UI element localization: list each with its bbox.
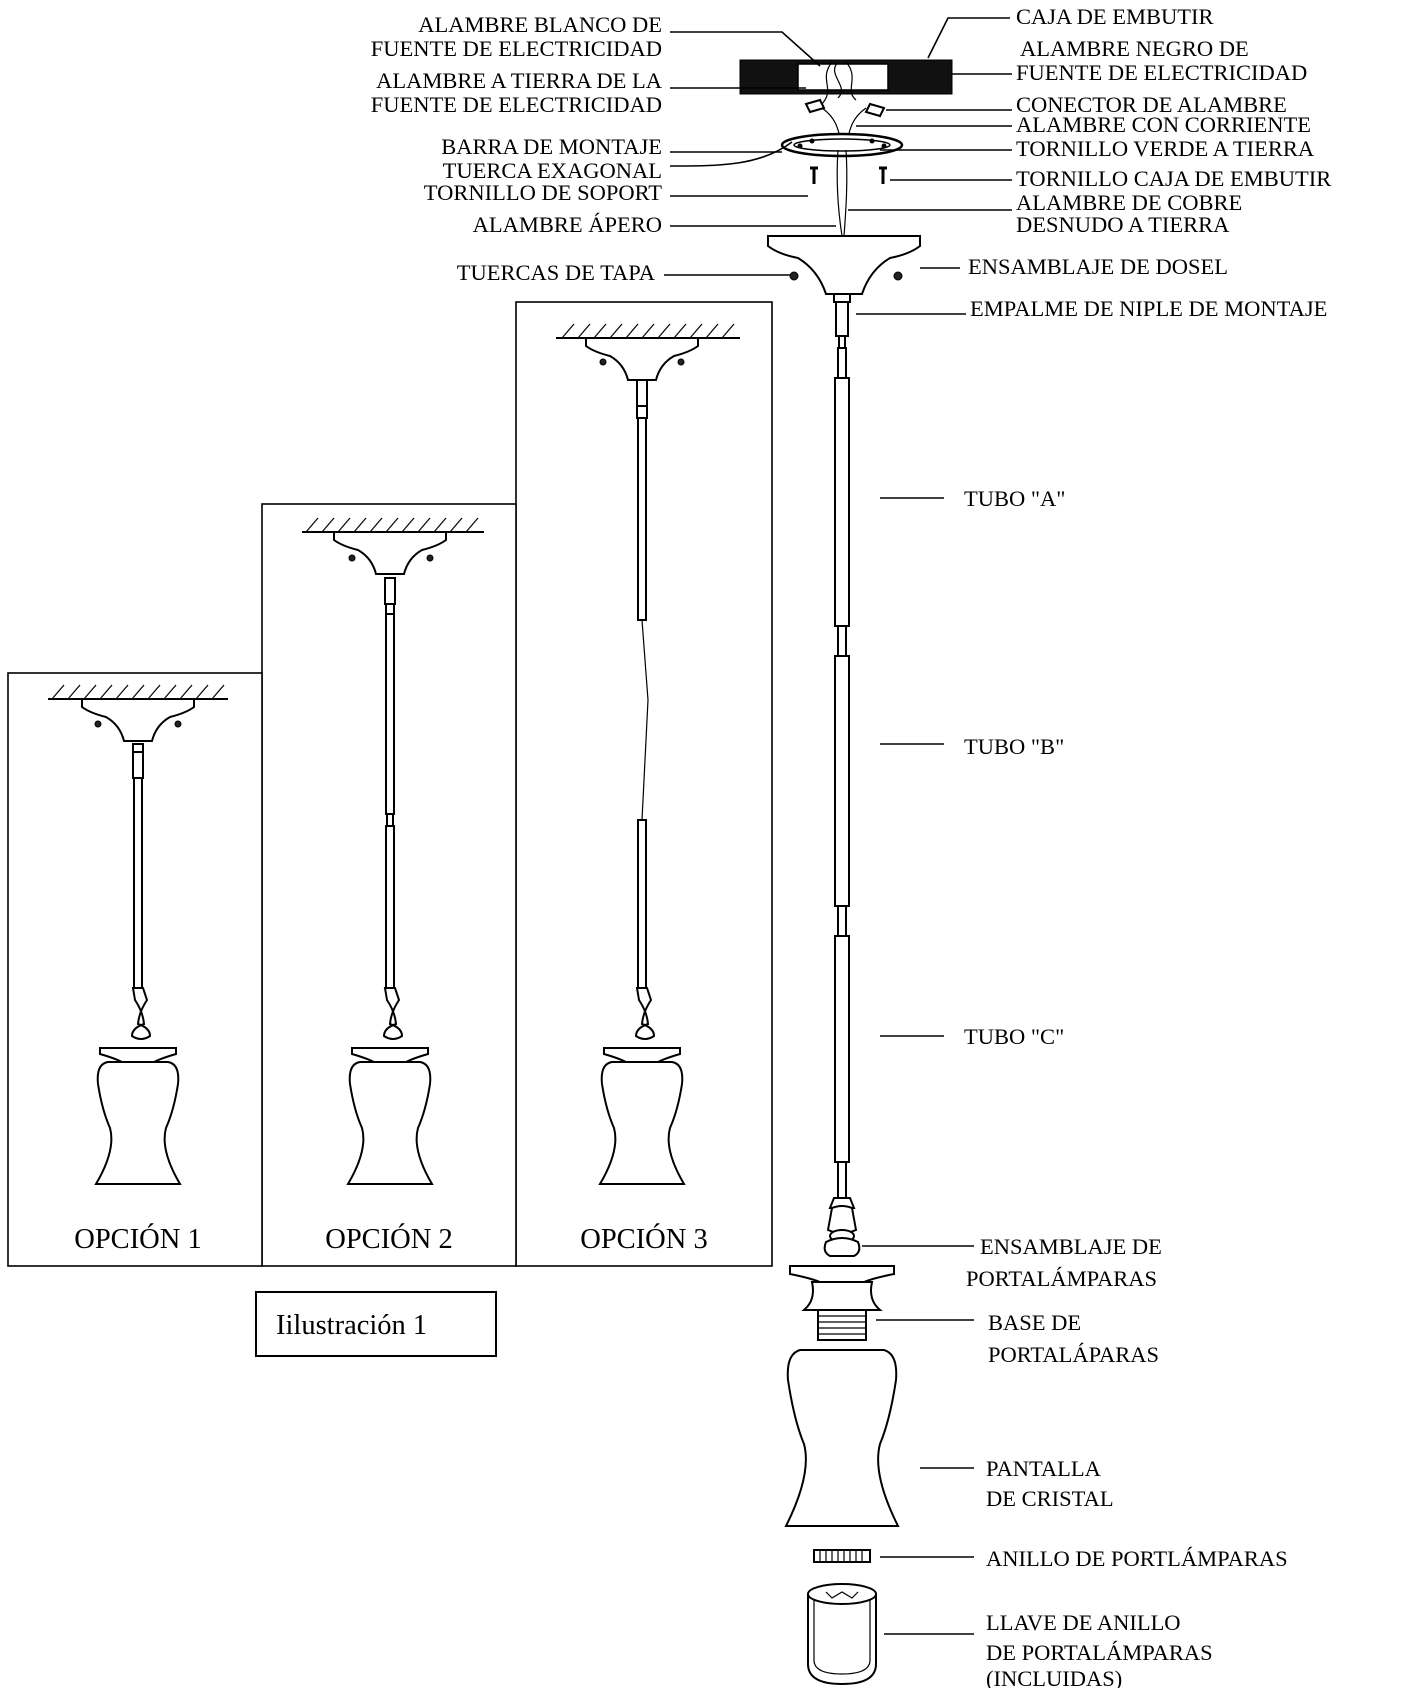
label-black-wire-1: ALAMBRE NEGRO DE bbox=[1020, 36, 1249, 61]
label-support-screw: TORNILLO DE SOPORT bbox=[424, 180, 662, 205]
label-hex-nut: TUERCA EXAGONAL bbox=[443, 158, 662, 183]
label-black-wire-2: FUENTE DE ELECTRICIDAD bbox=[1016, 60, 1307, 85]
label-ring-key-2: DE PORTALÁMPARAS bbox=[986, 1640, 1213, 1665]
socket-base bbox=[817, 1309, 867, 1341]
option-2-label: OPCIÓN 2 bbox=[325, 1222, 452, 1255]
option-1-label: OPCIÓN 1 bbox=[74, 1222, 201, 1255]
label-glass-shade-1: PANTALLA bbox=[986, 1456, 1102, 1481]
junction-box-group bbox=[739, 59, 953, 237]
label-box-screw: TORNILLO CAJA DE EMBUTIR bbox=[1016, 166, 1331, 191]
label-socket-base-1: BASE DE bbox=[988, 1310, 1081, 1335]
option-3-label: OPCIÓN 3 bbox=[580, 1222, 707, 1255]
illustration-caption-box: Iilustración 1 bbox=[255, 1291, 497, 1357]
label-white-wire-1: ALAMBRE BLANCO DE bbox=[418, 12, 662, 37]
label-mounting-bar: BARRA DE MONTAJE bbox=[441, 134, 662, 159]
box-screw-right bbox=[879, 166, 887, 184]
left-labels: ALAMBRE BLANCO DE FUENTE DE ELECTRICIDAD… bbox=[371, 12, 663, 285]
right-labels: CAJA DE EMBUTIR ALAMBRE NEGRO DE FUENTE … bbox=[964, 4, 1331, 1688]
wire-connector-right bbox=[864, 102, 886, 118]
label-glass-shade-2: DE CRISTAL bbox=[986, 1486, 1114, 1511]
left-leaders bbox=[664, 31, 836, 276]
box-screw-left bbox=[810, 166, 818, 184]
label-nipple-coupling: EMPALME DE NIPLE DE MONTAJE bbox=[970, 296, 1327, 321]
tube-a bbox=[834, 377, 850, 627]
tube-c bbox=[834, 935, 850, 1163]
label-lampholder-assembly-1: ENSAMBLAJE DE bbox=[980, 1234, 1162, 1259]
label-copper-wire-2: DESNUDO A TIERRA bbox=[1016, 212, 1230, 237]
label-lampholder-assembly-2: PORTALÁMPARAS bbox=[966, 1266, 1157, 1291]
label-ring-key-1: LLAVE DE ANILLO bbox=[986, 1610, 1181, 1635]
label-live-wire: ALAMBRE CON CORRIENTE bbox=[1016, 112, 1311, 137]
label-canopy-assembly: ENSAMBLAJE DE DOSEL bbox=[968, 254, 1228, 279]
option-1-panel: OPCIÓN 1 bbox=[7, 672, 263, 1267]
label-ring-key-3: (INCLUIDAS) bbox=[986, 1666, 1122, 1688]
label-junction-box: CAJA DE EMBUTIR bbox=[1016, 4, 1214, 29]
label-wire-connector: CONECTOR DE ALAMBRE bbox=[1016, 92, 1287, 117]
ring-key bbox=[807, 1583, 877, 1686]
option-2-panel: OPCIÓN 2 bbox=[261, 503, 517, 1267]
canopy-assembly bbox=[767, 235, 921, 349]
label-ground-wire-1: ALAMBRE A TIERRA DE LA bbox=[376, 68, 663, 93]
label-socket-base-2: PORTALÁPARAS bbox=[988, 1342, 1159, 1367]
illustration-caption: Iilustración 1 bbox=[276, 1310, 427, 1341]
label-neutral-wire: ALAMBRE ÁPERO bbox=[473, 212, 662, 237]
label-tube-b: TUBO "B" bbox=[964, 734, 1064, 759]
label-cap-nuts: TUERCAS DE TAPA bbox=[457, 260, 656, 285]
tube-stack bbox=[834, 347, 850, 1199]
label-ground-wire-2: FUENTE DE ELECTRICIDAD bbox=[371, 92, 662, 117]
lampholder-assembly bbox=[789, 1197, 895, 1341]
label-tube-c: TUBO "C" bbox=[964, 1024, 1064, 1049]
lampholder-ring bbox=[813, 1549, 871, 1563]
label-white-wire-2: FUENTE DE ELECTRICIDAD bbox=[371, 36, 662, 61]
option-3-panel: OPCIÓN 3 bbox=[515, 301, 773, 1267]
tube-b bbox=[834, 655, 850, 907]
right-leaders bbox=[848, 17, 1012, 1635]
glass-shade bbox=[784, 1349, 900, 1527]
label-ring: ANILLO DE PORTLÁMPARAS bbox=[986, 1546, 1288, 1571]
label-tube-a: TUBO "A" bbox=[964, 486, 1066, 511]
label-copper-wire-1: ALAMBRE DE COBRE bbox=[1016, 190, 1242, 215]
label-green-screw: TORNILLO VERDE A TIERRA bbox=[1016, 136, 1315, 161]
wire-connector-left bbox=[804, 98, 826, 114]
